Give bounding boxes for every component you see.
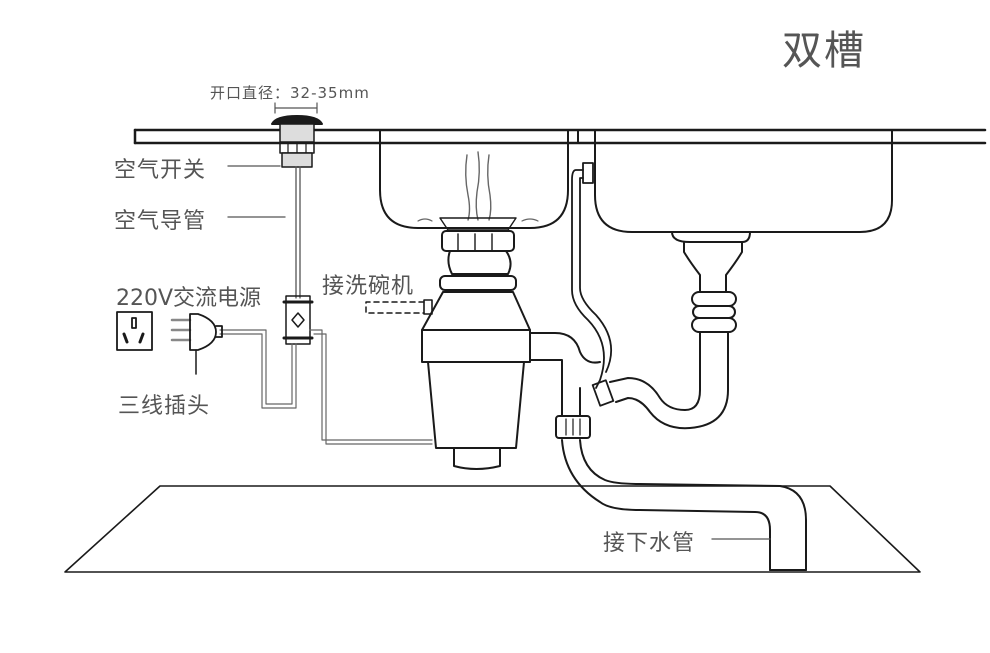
water-stream-icon <box>465 151 492 221</box>
dishwasher-dashed-hose <box>365 301 425 314</box>
right-sink-trap <box>609 231 751 430</box>
cabinet-base <box>64 485 921 573</box>
three-pin-plug-icon <box>170 313 223 375</box>
three-pin-plug-label: 三线插头 <box>118 394 211 419</box>
air-switch-label: 空气开关 <box>114 158 207 183</box>
disposer-outlet-elbow <box>529 332 601 417</box>
opening-diameter-label: 开口直径：32-35mm <box>210 84 370 102</box>
countertop <box>133 128 987 145</box>
diameter-dimension <box>274 102 318 114</box>
left-sink-bowl <box>379 129 569 229</box>
diagram-title: 双槽 <box>782 28 866 74</box>
inline-switch <box>282 295 314 345</box>
power-source-label: 220V交流电源 <box>116 286 262 311</box>
leader-lines <box>227 165 771 540</box>
trap-clamp <box>591 379 615 407</box>
air-tube-label: 空气导管 <box>114 209 207 234</box>
air-tube <box>295 166 301 299</box>
drain-pipe-connection-label: 接下水管 <box>603 531 696 556</box>
overflow-connector <box>582 162 594 184</box>
garbage-disposer <box>421 230 531 470</box>
main-drain-pipe <box>561 439 807 571</box>
right-sink-bowl <box>594 129 893 233</box>
disposer-cord <box>309 329 433 445</box>
air-switch <box>271 115 323 168</box>
drain-clamp <box>555 415 591 439</box>
dishwasher-connection-label: 接洗碗机 <box>322 274 415 299</box>
plug-cord <box>219 329 297 409</box>
wall-socket-icon <box>116 311 153 351</box>
overflow-hose <box>571 169 613 389</box>
